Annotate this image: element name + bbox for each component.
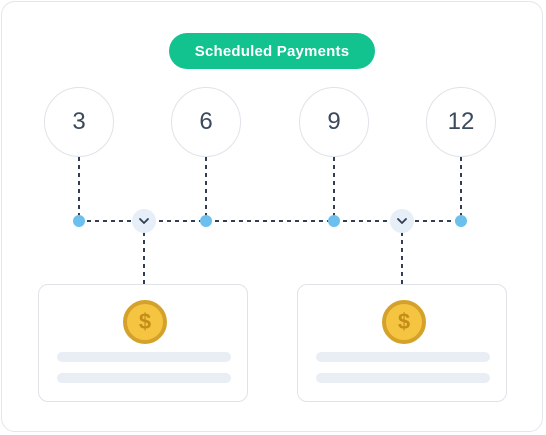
month-circle-3: 3 xyxy=(44,87,114,157)
timeline-node-6 xyxy=(200,215,212,227)
payment-card: $ xyxy=(297,284,507,402)
month-label: 12 xyxy=(447,108,475,135)
timeline-node-9 xyxy=(328,215,340,227)
placeholder-line xyxy=(57,352,231,362)
placeholder-line xyxy=(57,373,231,383)
month-circle-12: 12 xyxy=(426,87,496,157)
month-label: 3 xyxy=(72,108,86,135)
month-label: 6 xyxy=(199,108,213,135)
placeholder-line xyxy=(316,352,490,362)
coin-symbol: $ xyxy=(138,309,152,334)
chevron-down-icon xyxy=(390,209,414,233)
month-label: 9 xyxy=(327,108,341,135)
coin-symbol: $ xyxy=(397,309,411,334)
month-circle-6: 6 xyxy=(171,87,241,157)
placeholder-line xyxy=(316,373,490,383)
dollar-coin-icon: $ xyxy=(123,300,167,344)
month-circle-9: 9 xyxy=(299,87,369,157)
timeline-node-3 xyxy=(73,215,85,227)
chevron-down-icon xyxy=(132,209,156,233)
dollar-coin-icon: $ xyxy=(382,300,426,344)
scheduled-payments-title: Scheduled Payments xyxy=(169,33,375,69)
timeline-node-12 xyxy=(455,215,467,227)
payment-card: $ xyxy=(38,284,248,402)
